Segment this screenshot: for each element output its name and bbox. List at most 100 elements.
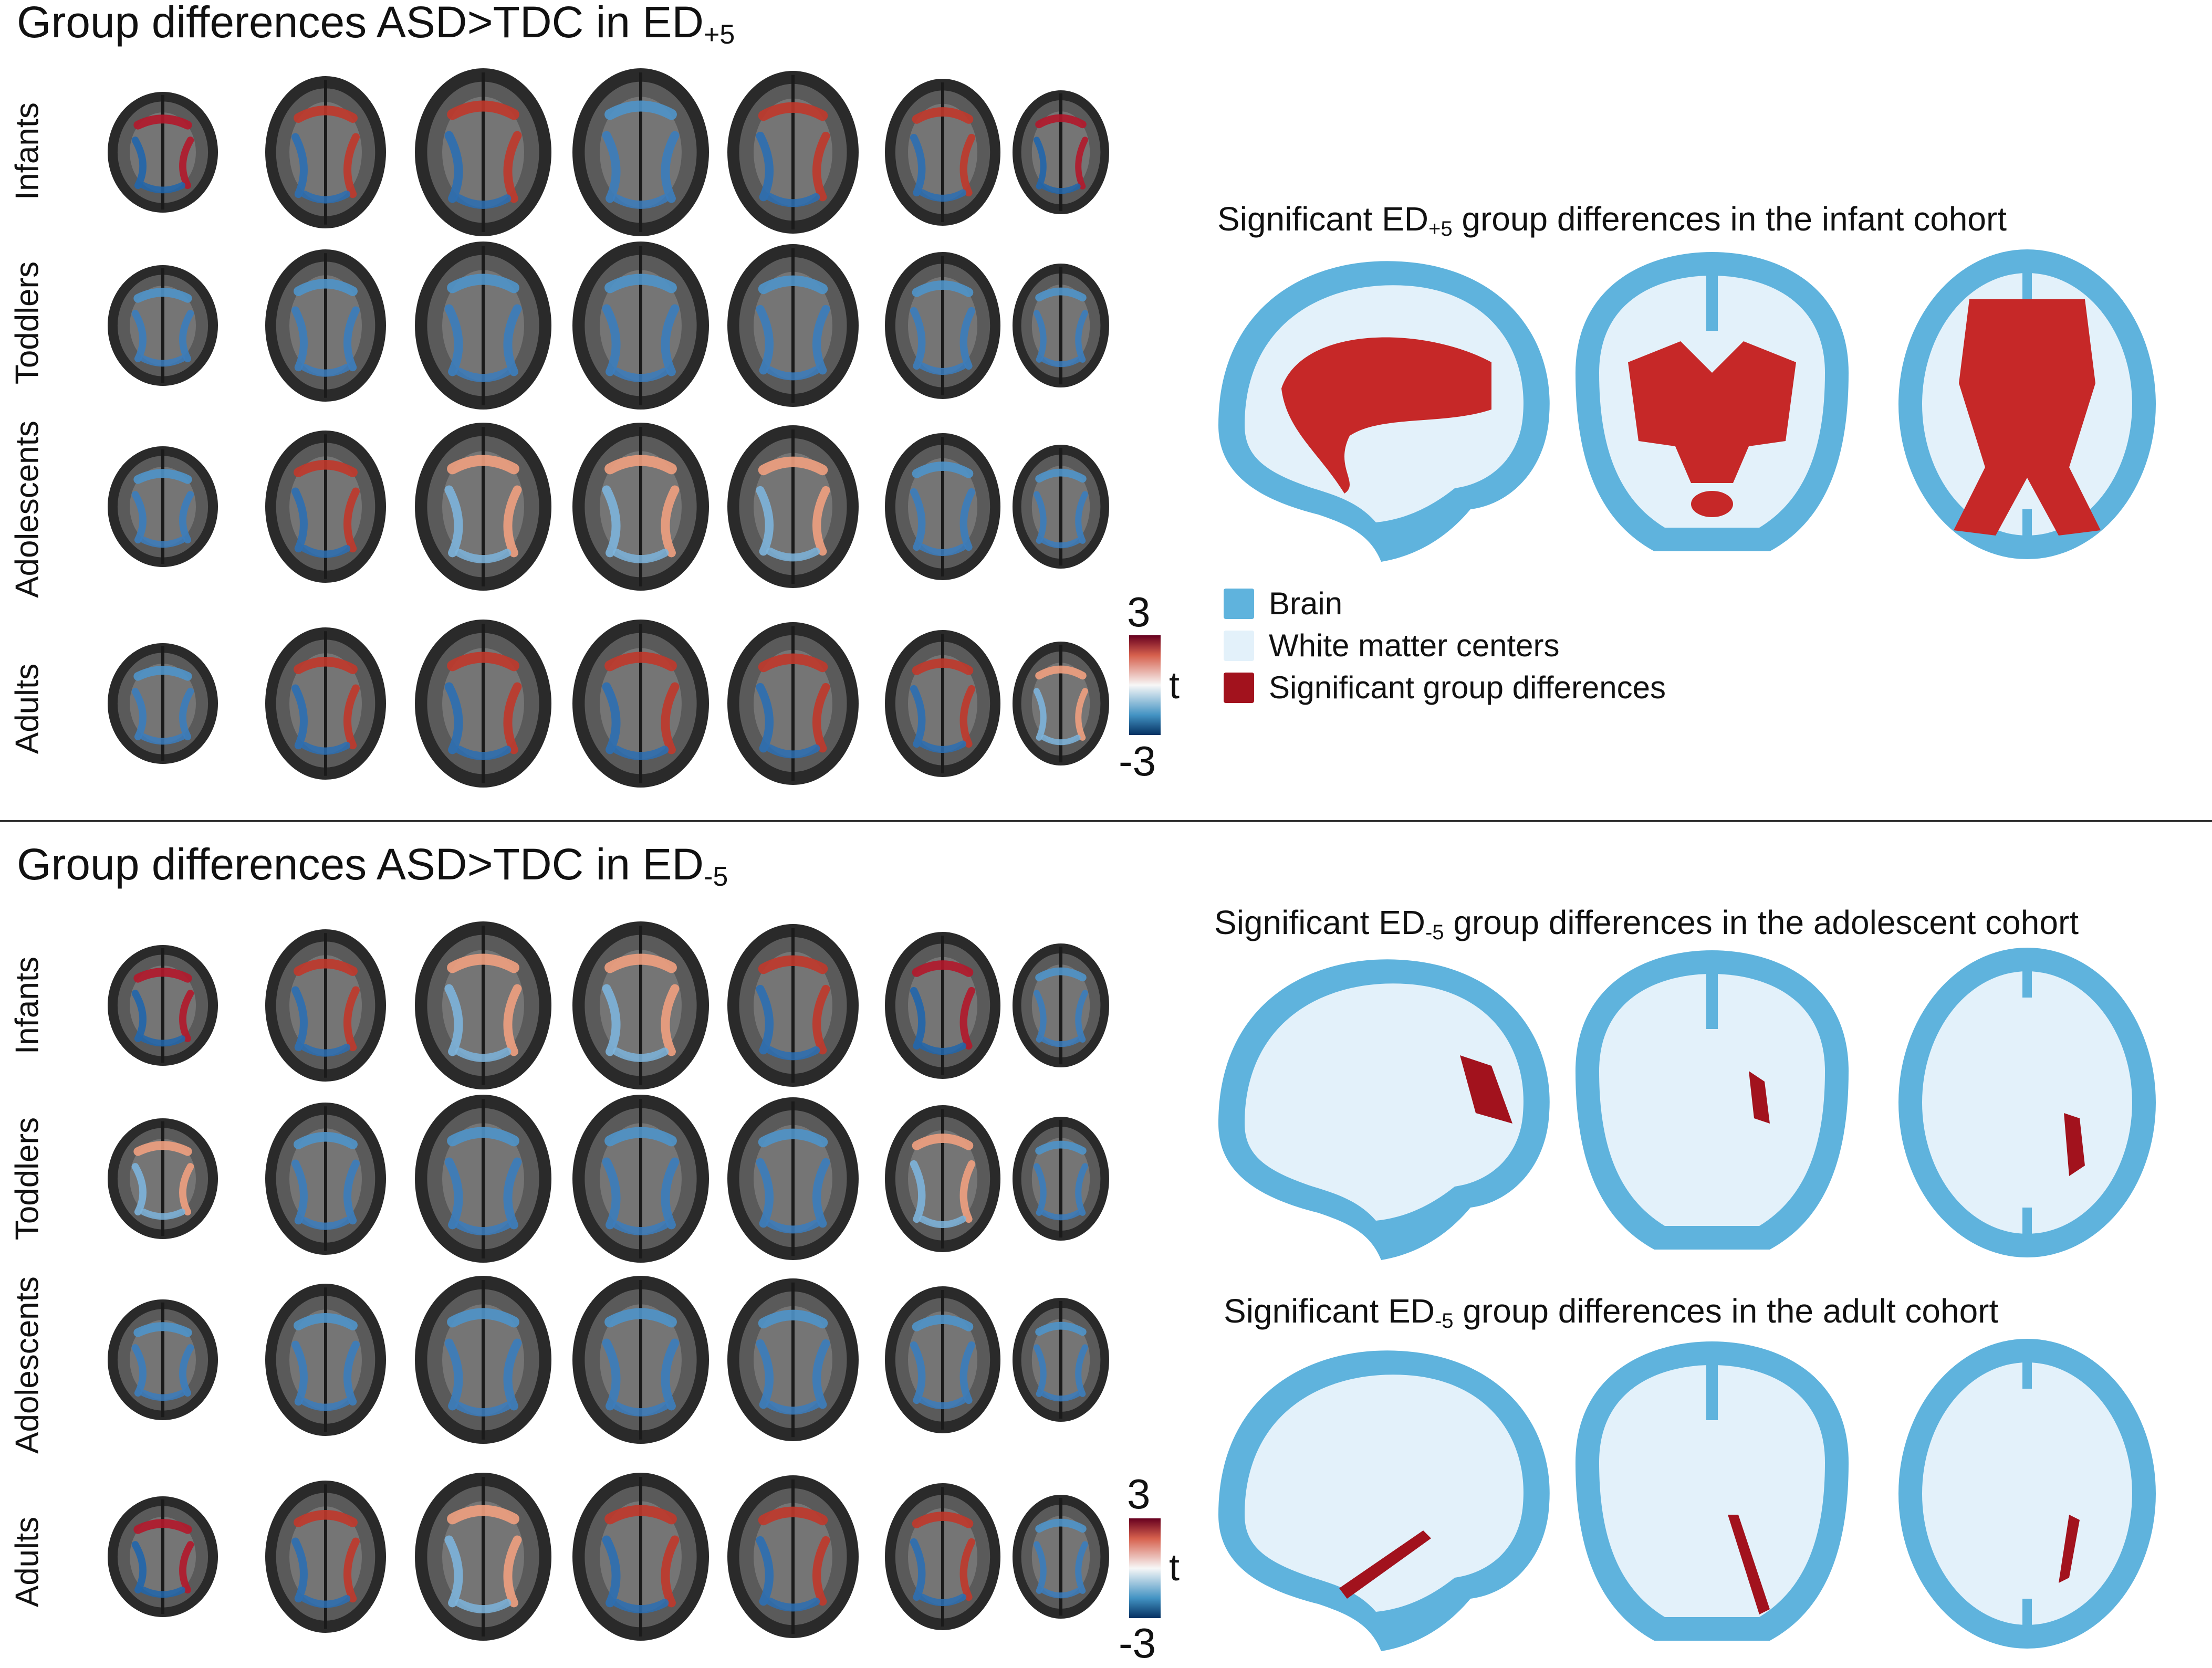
slice-r3-c1 xyxy=(108,1299,218,1420)
tract-anterior xyxy=(133,1519,192,1534)
bottom-colorbar xyxy=(1129,1518,1161,1618)
tract-left xyxy=(602,304,621,376)
slice-r4-c6 xyxy=(885,1483,1000,1630)
tract-left xyxy=(291,1340,308,1406)
tract-right xyxy=(179,137,194,190)
tract-left xyxy=(756,1536,774,1606)
tract-posterior xyxy=(919,1042,967,1055)
tract-posterior xyxy=(766,547,820,562)
tract-right xyxy=(661,1157,680,1230)
tract-right xyxy=(503,1157,522,1230)
tract-right xyxy=(959,1160,976,1223)
tract-right xyxy=(812,305,830,375)
tract-right xyxy=(661,1535,680,1608)
tract-right xyxy=(812,984,830,1055)
slice-r1-c3 xyxy=(415,68,551,236)
slice-r2-c7 xyxy=(1013,1117,1109,1241)
tract-posterior xyxy=(455,1599,512,1613)
tract-anterior xyxy=(294,279,358,296)
tract-anterior xyxy=(912,107,974,124)
axial-significant xyxy=(2064,1113,2085,1176)
tract-right xyxy=(1075,310,1088,363)
tract-posterior xyxy=(919,1593,967,1607)
tract-anterior xyxy=(604,953,677,973)
tract-anterior xyxy=(912,1134,974,1150)
tract-posterior xyxy=(766,1046,820,1061)
tract-right xyxy=(179,1163,194,1216)
tract-left xyxy=(131,137,147,190)
tract-left xyxy=(602,1157,621,1230)
tract-right xyxy=(959,488,976,551)
sagittal-significant xyxy=(1339,1530,1431,1599)
tract-right xyxy=(661,1338,680,1411)
tract-posterior xyxy=(612,194,669,209)
tract-left xyxy=(444,984,463,1056)
tract-anterior xyxy=(1035,468,1087,483)
tract-left xyxy=(444,1535,463,1608)
tract-left xyxy=(756,1339,774,1409)
tract-left xyxy=(756,1158,774,1228)
tract-anterior xyxy=(912,461,974,478)
tract-anterior xyxy=(758,456,828,476)
coronal-view xyxy=(1575,1341,1849,1641)
slice-r3-c3 xyxy=(415,423,551,591)
adult-render-title-rest: group differences in the adult cohort xyxy=(1453,1292,1999,1330)
tract-left xyxy=(756,305,774,375)
slice-r4-c7 xyxy=(1013,1495,1109,1619)
tract-posterior xyxy=(1041,183,1081,194)
tract-anterior xyxy=(447,1127,519,1147)
tract-right xyxy=(1075,491,1088,544)
tract-anterior xyxy=(912,1315,974,1331)
slice-r1-c5 xyxy=(727,71,859,234)
tract-posterior xyxy=(766,744,820,759)
tract-right xyxy=(1075,1344,1088,1397)
tract-anterior xyxy=(447,1308,519,1328)
tract-posterior xyxy=(766,193,820,207)
tract-right xyxy=(661,304,680,376)
slice-r1-c7 xyxy=(1013,90,1109,214)
slice-r4-c2 xyxy=(265,627,386,780)
tract-anterior xyxy=(604,652,677,672)
tract-posterior xyxy=(140,1208,186,1220)
slice-r4-c1 xyxy=(108,1496,218,1617)
slice-r2-c3 xyxy=(415,242,551,410)
top-title-subscript: +5 xyxy=(704,19,735,50)
legend-swatch-brain xyxy=(1224,588,1254,619)
tract-left xyxy=(910,307,926,370)
tract-right xyxy=(959,987,976,1050)
slice-r1-c5 xyxy=(727,924,859,1087)
adult-render-title-subscript: -5 xyxy=(1434,1309,1454,1333)
top-render-title: Significant ED+5 group differences in th… xyxy=(1217,200,2007,239)
tract-left xyxy=(131,1344,147,1397)
slice-r3-c5 xyxy=(727,1278,859,1441)
sagittal-view xyxy=(1218,261,1550,562)
tract-anterior xyxy=(1035,967,1087,982)
bottom-title-subscript: -5 xyxy=(704,862,728,892)
tract-right xyxy=(343,1159,360,1225)
legend-item-brain: Brain xyxy=(1224,585,1342,622)
tract-left xyxy=(756,984,774,1055)
tract-left xyxy=(1034,1344,1047,1397)
tract-right xyxy=(503,984,522,1056)
tract-left xyxy=(910,1538,926,1601)
tract-posterior xyxy=(140,536,186,548)
tract-anterior xyxy=(758,1506,828,1526)
tract-anterior xyxy=(1035,1518,1087,1533)
tract-right xyxy=(343,1537,360,1603)
tract-right xyxy=(959,685,976,748)
tract-left xyxy=(444,1157,463,1230)
tract-left xyxy=(910,1341,926,1404)
tract-posterior xyxy=(919,1397,967,1410)
tract-left xyxy=(602,1535,621,1608)
tract-anterior xyxy=(912,658,974,675)
tract-right xyxy=(1075,137,1088,190)
tract-anterior xyxy=(447,953,519,973)
axial-white-matter xyxy=(1922,1362,2132,1625)
tract-anterior xyxy=(447,652,519,672)
infant-cohort-brain-renders xyxy=(1218,249,2156,562)
tract-posterior xyxy=(1041,356,1081,368)
tract-posterior xyxy=(612,1221,669,1235)
tract-posterior xyxy=(455,194,512,209)
slice-r2-c4 xyxy=(572,242,709,410)
tract-posterior xyxy=(766,1597,820,1612)
